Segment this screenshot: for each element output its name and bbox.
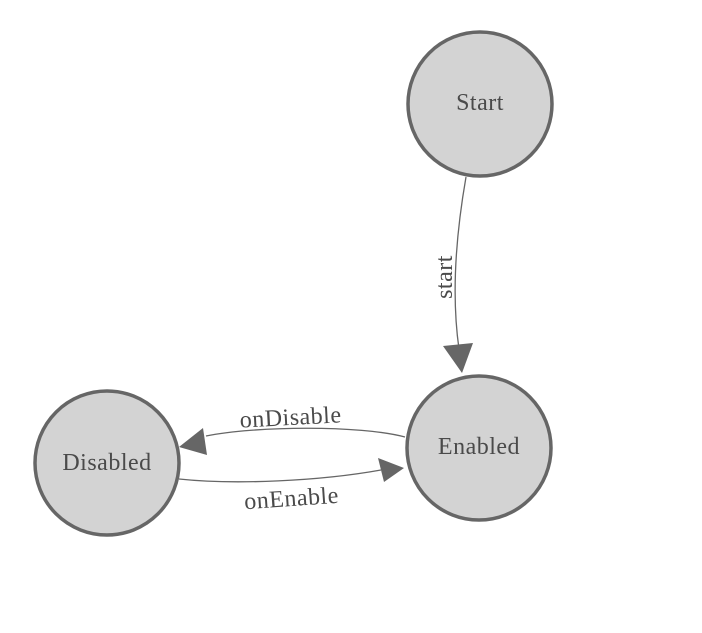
edge-enabled-to-disabled-arrowhead-icon: [179, 428, 207, 455]
state-node-disabled-circle: [33, 389, 181, 537]
edge-disabled-to-enabled-label: onEnable: [243, 483, 339, 516]
state-node-start-circle: [406, 30, 554, 178]
state-node-disabled: Disabled: [33, 389, 181, 537]
edge-enabled-to-disabled: onDisable: [179, 402, 406, 455]
edge-disabled-to-enabled-arrowhead-icon: [378, 458, 404, 482]
edge-enabled-to-disabled-label: onDisable: [239, 402, 342, 433]
edge-disabled-to-enabled: onEnable: [178, 458, 404, 516]
state-node-disabled-label: Disabled: [62, 450, 151, 476]
edge-start-to-enabled-label: start: [432, 255, 458, 299]
edge-start-to-enabled-arrowhead-icon: [443, 343, 473, 373]
edge-start-to-enabled-line: [454, 176, 467, 350]
edge-disabled-to-enabled-line: [178, 469, 382, 483]
state-node-start: Start: [406, 30, 554, 178]
edge-enabled-to-disabled-line: [205, 427, 406, 438]
state-node-start-label: Start: [456, 90, 504, 116]
state-node-enabled-circle: [405, 374, 553, 522]
state-node-enabled: Enabled: [405, 374, 553, 522]
state-node-enabled-label: Enabled: [438, 434, 520, 460]
edge-start-to-enabled: start: [432, 176, 473, 373]
